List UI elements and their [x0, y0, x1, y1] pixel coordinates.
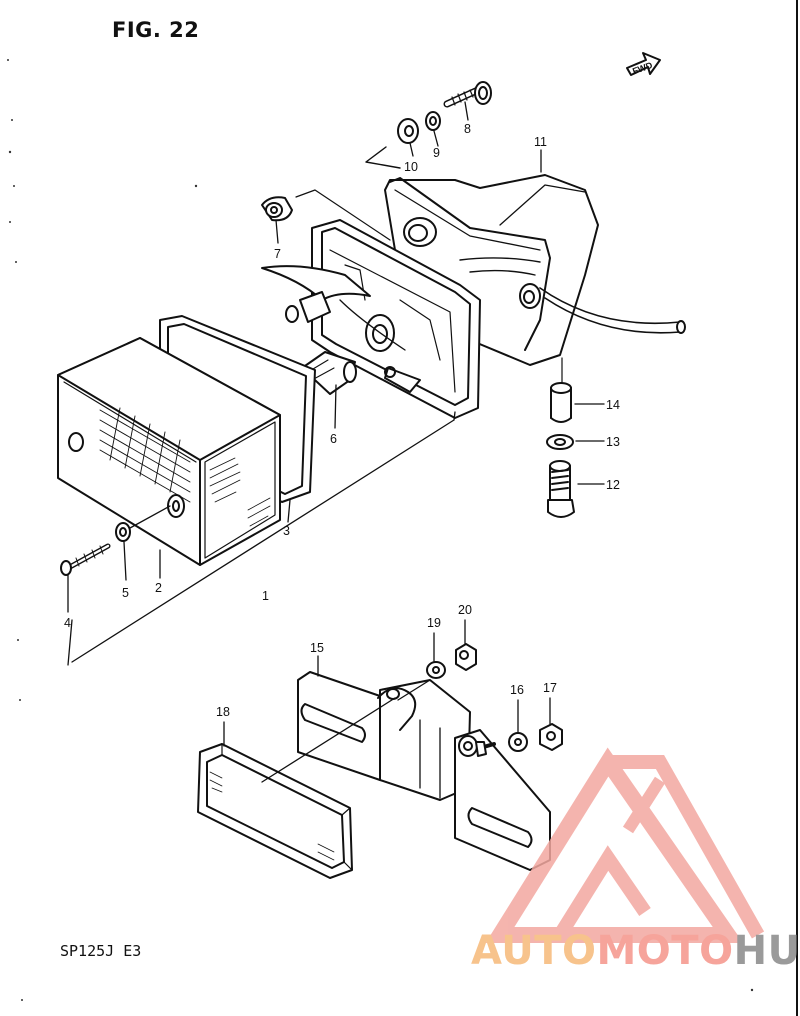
figure-title: FIG. 22	[112, 18, 200, 42]
callout-3: 3	[283, 524, 290, 538]
callout-18: 18	[216, 705, 230, 719]
watermark-text-hub: HUB	[733, 928, 800, 974]
callout-19: 19	[427, 616, 441, 630]
callout-8: 8	[464, 122, 471, 136]
callout-13: 13	[606, 435, 620, 449]
license-bracket-15	[297, 671, 551, 871]
watermark-text-moto: MOTO	[596, 928, 734, 974]
tail-cover	[384, 174, 686, 366]
bolt-small	[475, 741, 496, 757]
callout-10: 10	[404, 160, 418, 174]
callout-20: 20	[458, 603, 472, 617]
washer-16	[508, 732, 528, 752]
washer-9	[425, 111, 441, 131]
callout-15: 15	[310, 641, 324, 655]
bolt-12	[547, 460, 575, 518]
callout-2: 2	[155, 581, 162, 595]
washer-10	[397, 118, 419, 144]
washer-5	[115, 522, 131, 542]
callout-16: 16	[510, 683, 524, 697]
collar-14	[550, 382, 572, 423]
nut-17	[539, 723, 563, 751]
callout-7: 7	[274, 247, 281, 261]
callout-6: 6	[330, 432, 337, 446]
callout-1: 1	[262, 589, 269, 603]
bolt-8	[443, 81, 492, 108]
fwd-arrow-icon: FWD	[626, 52, 661, 76]
watermark-text: AUTOMOTOHUB	[471, 928, 800, 974]
callout-5: 5	[122, 586, 129, 600]
model-code: SP125J E3	[60, 942, 142, 960]
callout-17: 17	[543, 681, 557, 695]
washer-13	[546, 434, 574, 450]
callout-4: 4	[64, 616, 71, 630]
reflector-wing	[261, 265, 406, 351]
grommet-7	[261, 196, 293, 222]
lens-2	[57, 337, 281, 566]
callout-labels: 1 2 3 4 5 6 7 8 9 10 11 12 13 14 15 16 1…	[64, 122, 620, 719]
callout-14: 14	[606, 398, 620, 412]
washer-19	[426, 661, 446, 679]
reflector-18	[197, 743, 353, 879]
nut-20	[455, 643, 477, 671]
callout-12: 12	[606, 478, 620, 492]
callout-9: 9	[433, 146, 440, 160]
watermark-logo-icon	[485, 747, 765, 943]
screw-4	[60, 543, 111, 576]
callout-11: 11	[534, 135, 547, 149]
watermark-text-auto: AUTO	[471, 928, 597, 974]
scan-specks	[7, 59, 754, 1001]
